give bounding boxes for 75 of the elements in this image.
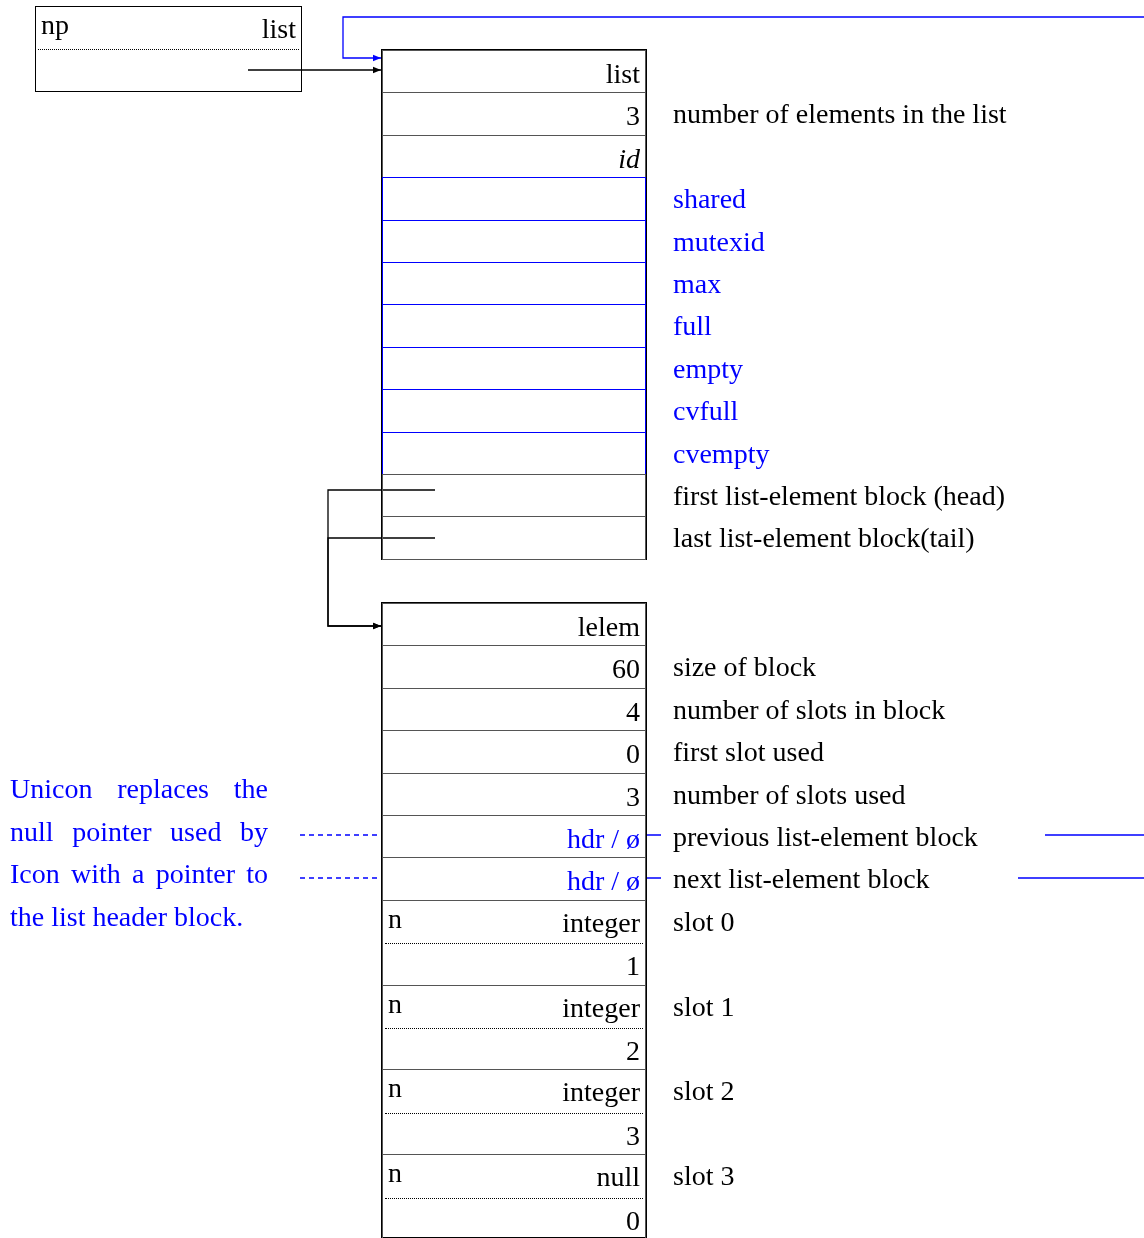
block-cell [382,219,646,263]
cell-value: 3 [626,102,640,131]
cell-value: hdr / ø [566,825,640,853]
type-name: integer [562,1078,640,1107]
cell-value: 2 [626,1037,640,1065]
cell-value: 3 [626,1121,640,1150]
block-cell [382,1069,646,1156]
block-cell [382,772,646,816]
type-tag: n [388,1074,402,1103]
field-description: next list-element block [673,865,930,894]
memory-block [381,49,647,560]
block-cell [382,92,646,136]
field-description: max [673,270,722,298]
cell-value: 0 [626,740,640,769]
memory-block [381,602,647,1238]
type-tag: n [388,1159,402,1188]
type-tag: n [388,989,402,1018]
cell-value: 4 [626,697,640,726]
field-description: first slot used [673,738,824,767]
annotation-note: Unicon replaces the null pointer used by Icon with a pointer to the list header block. [10,768,268,978]
field-description: cvempty [673,439,770,468]
cell-value: lelem [577,613,640,641]
cell-value: hdr / ø [566,867,640,896]
block-cell [382,262,646,306]
field-description: slot 3 [673,1162,735,1191]
cell-value: 1 [626,952,640,981]
field-description: last list-element block(tail) [673,524,975,553]
field-description: first list-element block (head) [673,482,1005,510]
field-description: previous list-element block [673,823,978,851]
type-name: null [596,1163,640,1192]
block-cell [382,304,646,348]
field-description: mutexid [673,227,765,256]
field-description: slot 1 [673,992,735,1021]
field-description: slot 2 [673,1077,735,1106]
field-description: shared [673,185,747,214]
cell-value: 3 [626,782,640,811]
block-cell [382,857,646,901]
cell-value: 60 [612,655,640,684]
field-description: size of block [673,653,817,682]
arrow [342,16,1144,62]
cell-value: 0 [626,1206,640,1235]
block-cell [382,1154,646,1238]
block-cell [382,431,646,475]
field-description: slot 0 [673,907,735,936]
block-cell [382,899,646,986]
block-cell [382,134,646,179]
block-cell [382,603,646,647]
block-cell [382,730,646,774]
cell-value: id [618,144,640,173]
type-name: integer [562,908,640,937]
field-description: number of slots used [673,780,906,809]
block-cell [382,645,646,689]
type-tag: n [388,904,402,933]
type-tag: np [41,11,69,39]
cell-value: list [605,60,640,88]
type-name: integer [562,993,640,1022]
field-description: cvfull [673,397,739,426]
block-cell [382,50,646,94]
descriptor-box [35,6,302,92]
block-cell [382,177,646,221]
field-description: full [673,312,712,341]
field-description: number of elements in the list [673,100,1007,129]
connector-line [646,877,1144,879]
block-cell [382,516,646,560]
block-cell [382,984,646,1071]
block-cell [382,389,646,433]
block-cell [382,346,646,391]
block-cell [382,815,646,859]
arrow [247,66,382,74]
field-description: empty [673,354,743,383]
arrow [327,537,436,630]
type-name: list [261,15,296,43]
field-description: number of slots in block [673,695,946,724]
block-cell [382,474,646,518]
block-cell [382,687,646,732]
